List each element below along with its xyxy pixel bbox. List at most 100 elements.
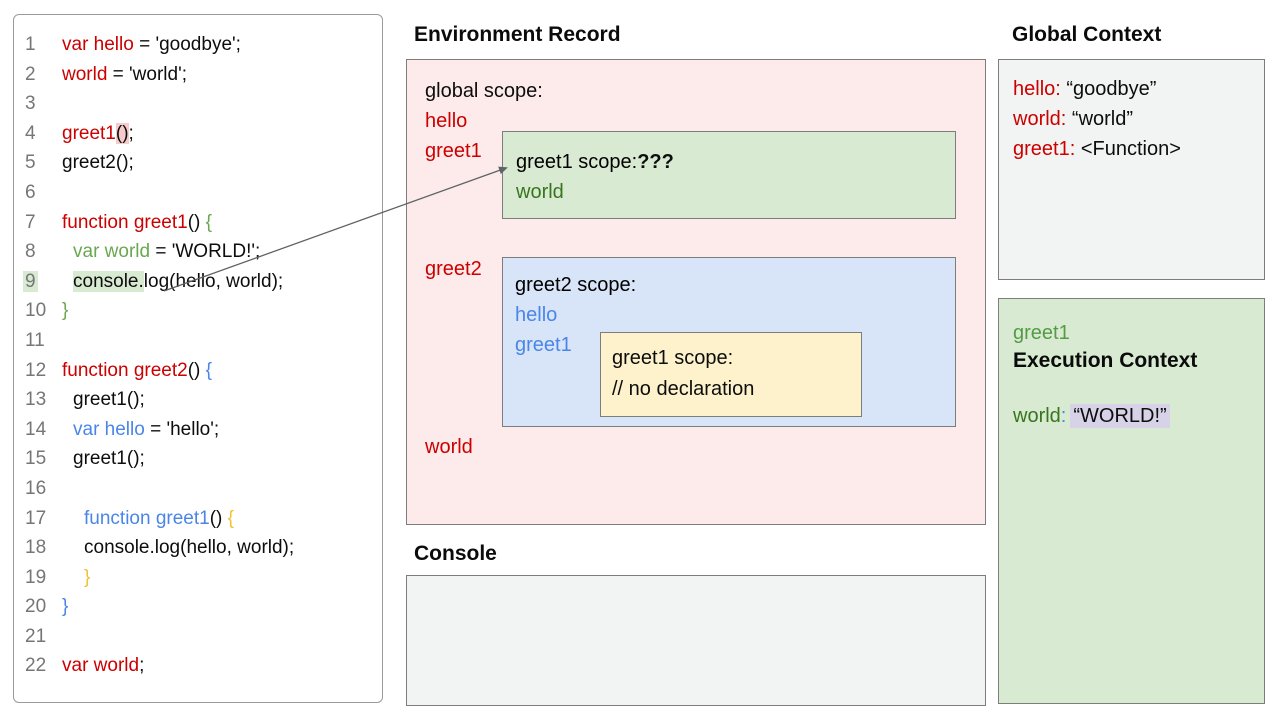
code-line: 11: [23, 326, 378, 356]
code-text: greet1();: [73, 448, 145, 470]
code-text: var hello = 'hello';: [73, 418, 220, 440]
execution-context-var-key: world: [1013, 405, 1061, 427]
greet1-scope-question: ???: [637, 151, 674, 173]
code-text: function greet1() {: [84, 507, 234, 529]
code-line: 19}: [23, 563, 378, 593]
code-panel: 1 var hello = 'goodbye'; 2 world = 'world';…: [13, 14, 383, 703]
greet2-scope-var-hello: hello: [515, 304, 558, 326]
line-number: 15: [25, 448, 47, 470]
code-text: greet1();: [73, 389, 145, 411]
entry-key: greet1:: [1013, 138, 1076, 160]
entry-value: <Function>: [1075, 138, 1181, 160]
console-output-box: [406, 575, 986, 706]
execution-context-variable: world:“WORLD!”: [1013, 401, 1170, 431]
line-number: 9: [23, 270, 38, 292]
code-line: 12 function greet2() {: [23, 356, 378, 386]
global-context-entry: hello: “goodbye”: [1013, 74, 1264, 104]
code-line: 21: [23, 622, 378, 652]
code-line: 2 world = 'world';: [23, 60, 378, 90]
code-line: 17 function greet1() {: [23, 504, 378, 534]
entry-key: hello:: [1013, 78, 1061, 100]
greet1-scope-title-line: greet1 scope:???: [516, 147, 955, 177]
code-text: var world = 'WORLD!';: [73, 241, 261, 263]
greet1-scope-title: greet1 scope:: [516, 151, 638, 173]
line-number: 4: [25, 122, 36, 144]
line-number: 6: [25, 181, 36, 203]
line-number: 10: [25, 300, 47, 322]
greet1-scope-var-world: world: [516, 181, 564, 203]
code-line: 13 greet1();: [23, 385, 378, 415]
execution-context-function-name: greet1: [1013, 322, 1070, 344]
code-text: var hello = 'goodbye';: [62, 34, 241, 55]
console-title: Console: [414, 542, 497, 565]
code-line: 7 function greet1() {: [23, 208, 378, 238]
global-var-greet1: greet1: [425, 140, 482, 162]
code-line: 20}: [23, 592, 378, 622]
inner-greet1-scope-box: greet1 scope: // no declaration: [600, 332, 862, 417]
line-number: 5: [25, 152, 36, 174]
execution-context-box: greet1 Execution Context world:“WORLD!”: [998, 298, 1265, 704]
code-text: greet2();: [62, 152, 134, 174]
global-context-entries: hello: “goodbye”world: “world”greet1: <F…: [1013, 74, 1264, 164]
code-line: 14 var hello = 'hello';: [23, 415, 378, 445]
code-text: var world;: [62, 655, 145, 677]
execution-context-var-colon: :: [1060, 405, 1067, 427]
line-number: 14: [25, 418, 47, 440]
line-number: 3: [25, 93, 36, 115]
global-context-entry: greet1: <Function>: [1013, 134, 1264, 164]
code-line: 22 var world;: [23, 651, 378, 681]
code-line: 18 console.log(hello, world);: [23, 533, 378, 563]
global-var-greet2: greet2: [425, 258, 482, 280]
inner-greet1-scope-title: greet1 scope:: [612, 347, 734, 369]
global-context-entry: world: “world”: [1013, 104, 1264, 134]
code-text: console.log(hello, world);: [73, 270, 284, 292]
greet2-scope-title: greet2 scope:: [515, 274, 637, 296]
global-context-title: Global Context: [1012, 23, 1162, 46]
code-line: 15 greet1();: [23, 444, 378, 474]
line-number: 2: [25, 63, 36, 85]
greet2-scope-box: greet2 scope: hello greet1 greet1 scope:…: [502, 257, 956, 427]
line-number: 21: [25, 625, 47, 647]
line-number: 7: [25, 211, 36, 233]
line-number: 11: [25, 329, 45, 351]
line-number: 12: [25, 359, 47, 381]
greet2-scope-var-greet1: greet1: [515, 334, 572, 356]
line-number: 22: [25, 655, 47, 677]
code-line: 9 console.log(hello, world);: [23, 267, 378, 297]
code-line: 4 greet1();: [23, 119, 378, 149]
global-scope-label: global scope:: [425, 80, 543, 102]
inner-greet1-scope-comment: // no declaration: [612, 378, 755, 400]
entry-value: “goodbye”: [1060, 78, 1157, 100]
code-text: console.log(hello, world);: [84, 537, 295, 559]
entry-key: world:: [1013, 108, 1067, 130]
greet1-scope-box: greet1 scope:??? world: [502, 131, 956, 219]
line-number: 8: [25, 241, 36, 263]
line-number: 19: [25, 566, 47, 588]
global-context-box: hello: “goodbye”world: “world”greet1: <F…: [998, 59, 1265, 280]
execution-context-title: Execution Context: [1013, 349, 1198, 372]
global-var-hello: hello: [425, 110, 468, 132]
line-number: 17: [25, 507, 47, 529]
code-text: }: [62, 300, 69, 322]
line-number: 16: [25, 477, 47, 499]
code-lines: 1 var hello = 'goodbye'; 2 world = 'world';…: [23, 30, 378, 681]
code-line: 10}: [23, 296, 378, 326]
line-number: 20: [25, 596, 47, 618]
global-scope-box: global scope: hello greet1 greet2 world …: [406, 59, 986, 525]
code-text: }: [62, 596, 69, 618]
line-number: 1: [25, 34, 36, 55]
execution-context-var-value: “WORLD!”: [1070, 404, 1170, 428]
line-number: 13: [25, 389, 47, 411]
line-number: 18: [25, 537, 47, 559]
code-text: function greet1() {: [62, 211, 212, 233]
code-text: }: [84, 566, 91, 588]
code-line: 5 greet2();: [23, 148, 378, 178]
code-text: greet1();: [62, 122, 134, 144]
code-line: 6: [23, 178, 378, 208]
code-line: 1 var hello = 'goodbye';: [23, 30, 378, 60]
entry-value: “world”: [1066, 108, 1134, 130]
code-text: world = 'world';: [62, 63, 187, 85]
code-text: function greet2() {: [62, 359, 212, 381]
code-line: 16: [23, 474, 378, 504]
